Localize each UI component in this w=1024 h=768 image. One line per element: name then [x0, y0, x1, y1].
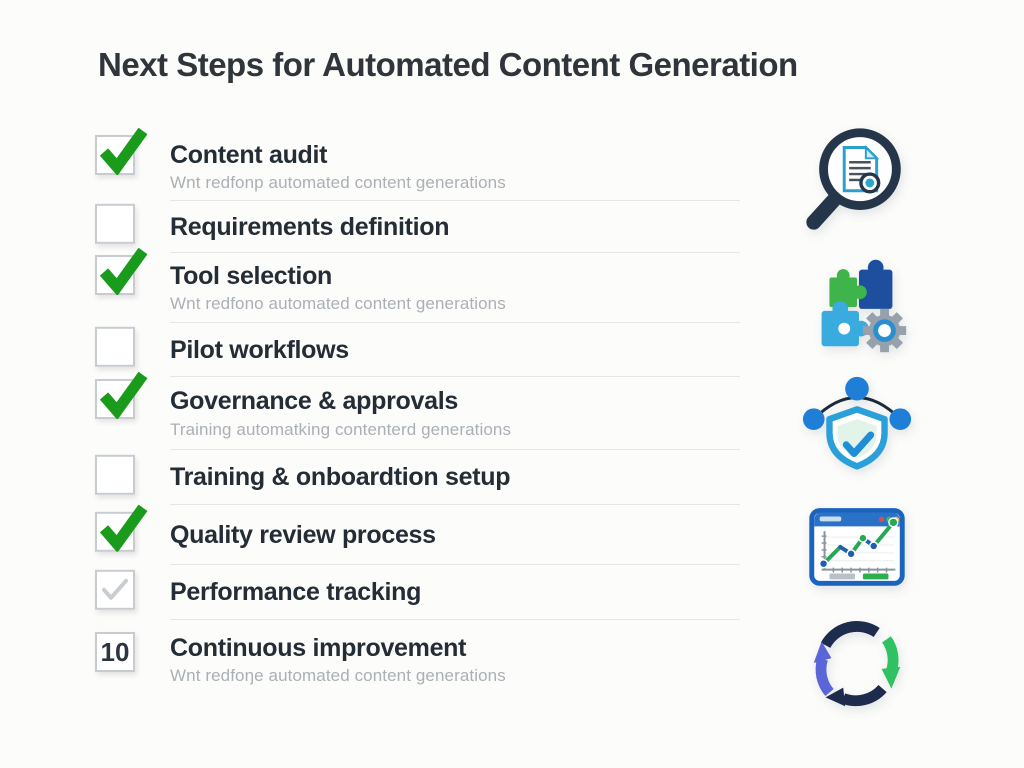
analytics-chart-window-icon — [795, 486, 919, 604]
divider — [170, 200, 740, 201]
shield-check-network-icon — [795, 370, 919, 488]
checklist-row-content-audit: Content audit Wnt redfonp automated cont… — [95, 127, 740, 201]
item-label: Pilot workflows — [170, 335, 349, 364]
item-label: Governance & approvals — [170, 387, 458, 416]
page-title: Next Steps for Automated Content Generat… — [98, 46, 798, 83]
item-label: Quality review process — [170, 520, 436, 549]
green-check-icon — [99, 247, 148, 295]
item-label: Training & onboardtion setup — [170, 463, 511, 492]
puzzle-integration-gear-icon — [795, 246, 919, 364]
checklist-row-quality-review: Quality review process — [95, 504, 740, 565]
checkbox-quality-review[interactable] — [95, 504, 148, 552]
green-check-icon — [99, 371, 148, 419]
divider — [170, 252, 740, 253]
checkbox-performance-tracking[interactable] — [95, 569, 135, 610]
checklist-row-requirements-definition: Requirements definition — [95, 201, 740, 253]
checklist-row-training-onboarding: Training & onboardtion setup — [95, 450, 740, 505]
checklist-row-governance-approvals: Governance & approvals Training automatk… — [95, 371, 740, 450]
checkbox-pilot-workflows[interactable] — [95, 326, 135, 367]
item-sublabel: Wnt redfono automated content generation… — [170, 294, 506, 314]
divider — [170, 322, 740, 323]
checkbox-requirements-definition[interactable] — [95, 203, 135, 244]
item-sublabel: Wnt redfoŋe automated content generation… — [170, 666, 506, 686]
checklist: Content audit Wnt redfonp automated cont… — [95, 127, 740, 700]
checkbox-content-audit[interactable] — [95, 127, 148, 175]
item-sublabel: Training automatking contenterd generati… — [170, 419, 512, 439]
item-label: Tool selection — [170, 261, 333, 290]
green-check-icon — [99, 127, 148, 175]
step-number: 10 — [100, 636, 130, 667]
checkbox-continuous-improvement[interactable]: 10 — [95, 632, 135, 672]
checkbox-tool-selection[interactable] — [95, 247, 148, 295]
item-label: Content audit — [170, 140, 328, 169]
gray-check-icon — [102, 578, 128, 600]
item-label: Continuous improvement — [170, 633, 467, 662]
checkbox-training-onboarding[interactable] — [95, 454, 135, 495]
checklist-row-pilot-workflows: Pilot workflows — [95, 323, 740, 377]
checklist-row-continuous-improvement: 10 Continuous improvement Wnt redfoŋe au… — [95, 620, 740, 700]
item-sublabel: Wnt redfonp automated content generation… — [170, 173, 506, 193]
green-check-icon — [99, 504, 148, 552]
divider — [170, 449, 740, 450]
item-label: Performance tracking — [170, 578, 422, 607]
checklist-row-performance-tracking: Performance tracking — [95, 565, 740, 620]
item-label: Requirements definition — [170, 212, 450, 241]
cycle-arrows-icon — [795, 604, 919, 722]
checkbox-governance-approvals[interactable] — [95, 371, 148, 419]
document-search-icon — [795, 118, 919, 236]
divider — [170, 619, 740, 620]
divider — [170, 376, 740, 377]
divider — [170, 564, 740, 565]
divider — [170, 504, 740, 505]
checklist-row-tool-selection: Tool selection Wnt redfono automated con… — [95, 247, 740, 323]
